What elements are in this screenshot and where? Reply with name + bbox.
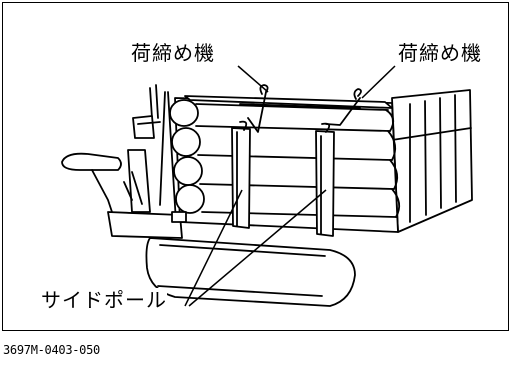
crawler-track [145,237,356,307]
side-pole-left [231,127,251,229]
log-end [171,127,201,157]
rear-rack [391,89,473,233]
log-end [173,156,203,186]
operator-seat [61,152,122,171]
side-pole-label: サイドポール [41,288,167,312]
log-end [175,184,205,214]
figure-code: 3697M-0403-050 [3,343,100,357]
binder-label-left: 荷締め機 [131,41,215,65]
leader-binder-right [361,65,396,99]
side-pole-right [315,130,335,237]
log-end [169,99,199,127]
leader-sidepole-right [188,189,327,307]
leader-binder-left [237,65,269,93]
binder-label-right: 荷締め機 [398,41,482,65]
leader-sidepole-left [184,189,243,307]
operator-console [107,211,183,239]
